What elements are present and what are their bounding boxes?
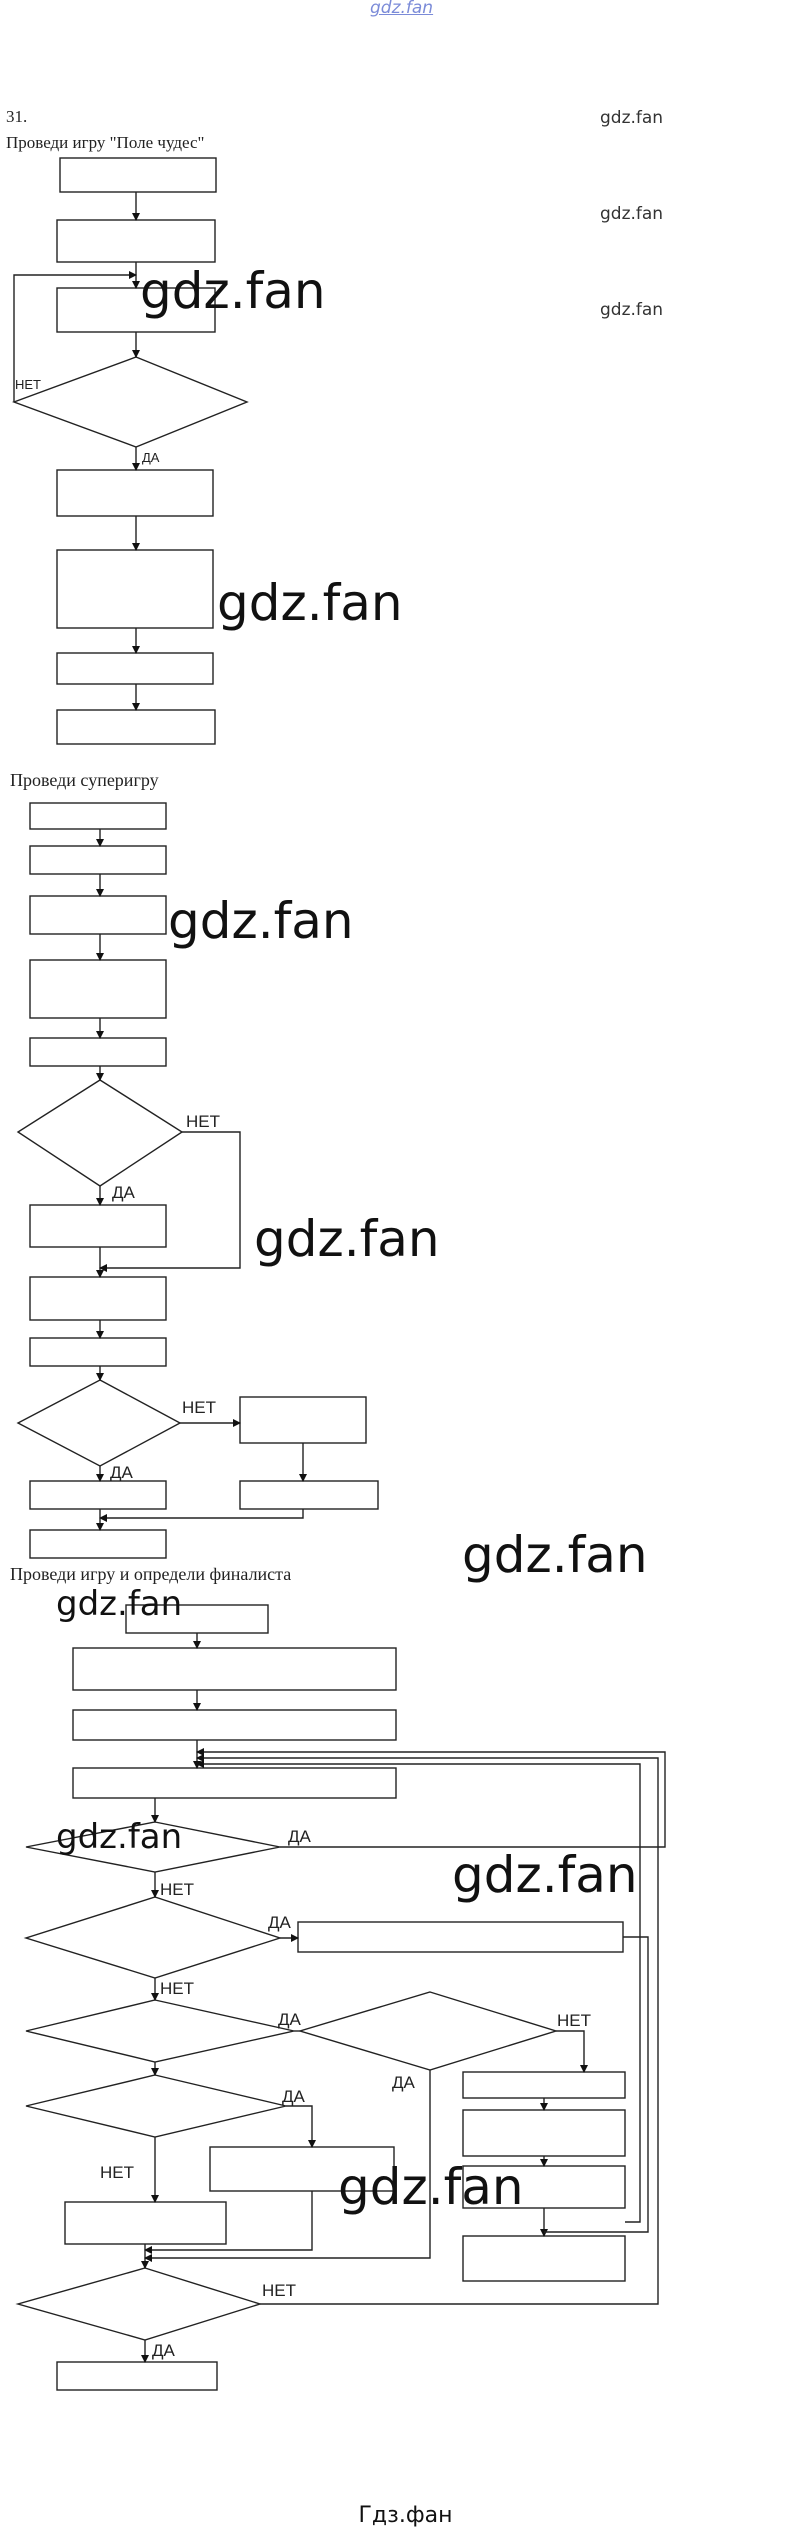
watermark-2: gdz.fan [217, 574, 403, 632]
watermark-3: gdz.fan [168, 892, 354, 950]
s2-block-2 [29, 845, 167, 875]
s3-yes-label-2: ДА [268, 1913, 292, 1932]
s2-yes-label-2: ДА [110, 1463, 134, 1482]
s2-block-3 [29, 895, 167, 935]
s3-decision-5 [25, 2074, 287, 2138]
s2-block-12 [29, 1529, 167, 1559]
s2-no-label-1: НЕТ [186, 1112, 220, 1131]
s2-decision-2 [16, 1379, 182, 1467]
s3-block-9 [209, 2146, 395, 2192]
s3-yes-label-6: ДА [152, 2341, 176, 2360]
s3-branch-yes-4 [144, 2070, 431, 2262]
s1-loop-no [13, 271, 137, 402]
s3-decision-4 [297, 1991, 559, 2071]
s3-branch-yes-5 [286, 2105, 316, 2148]
s1-block-5 [56, 549, 214, 629]
s3-decision-3 [25, 1999, 295, 2063]
section-title-3: Проведи игру и определи финалиста [10, 1564, 291, 1584]
s3-block-3 [72, 1709, 397, 1741]
section-title-1: Проведи игру "Поле чудес" [6, 133, 204, 152]
s2-decision-1 [16, 1079, 184, 1187]
s3-yes-label-5: ДА [282, 2087, 306, 2106]
s3-no-label-2: НЕТ [160, 1979, 194, 1998]
watermark-6: gdz.fan [56, 1584, 183, 1624]
s2-no-label-2: НЕТ [182, 1398, 216, 1417]
s1-block-7 [56, 709, 216, 745]
s2-block-1 [29, 802, 167, 830]
watermark-5: gdz.fan [462, 1526, 648, 1584]
s3-block-11 [462, 2235, 626, 2282]
watermark-4: gdz.fan [254, 1210, 440, 1268]
footer-text: Гдз.фан [358, 2503, 453, 2528]
s2-branch-no-1 [99, 1131, 241, 1272]
watermark-small-1: gdz.fan [600, 108, 664, 128]
s3-block-5 [297, 1921, 624, 1953]
s3-yes-label-1: ДА [288, 1827, 312, 1846]
s3-block-10 [64, 2201, 227, 2245]
s1-block-6 [56, 652, 214, 685]
s3-yes-label-4: ДА [392, 2073, 416, 2092]
s3-block-4 [72, 1767, 397, 1799]
s1-block-2 [56, 219, 216, 263]
s3-decision-6 [15, 2267, 263, 2341]
s2-block-4 [29, 959, 167, 1019]
s3-no-label-1: НЕТ [160, 1880, 194, 1899]
watermark-1: gdz.fan [140, 262, 326, 320]
section-title-2: Проведи суперигру [10, 770, 159, 790]
s3-yes-label-3: ДА [278, 2010, 302, 2029]
s2-block-6 [29, 1204, 167, 1248]
s3-block-2 [72, 1647, 397, 1691]
s2-block-11 [239, 1480, 379, 1510]
s1-block-1 [59, 157, 217, 193]
s3-no-label-5: НЕТ [100, 2163, 134, 2182]
s1-decision [11, 356, 249, 448]
s3-merge-a [144, 2191, 313, 2254]
s2-block-5 [29, 1037, 167, 1067]
s2-block-8 [29, 1337, 167, 1367]
s1-no-label: НЕТ [15, 377, 41, 392]
watermark-small-3: gdz.fan [600, 300, 664, 320]
s3-decision-2 [23, 1896, 283, 1979]
s3-branch-no-4 [556, 2030, 588, 2073]
s1-yes-label: ДА [142, 450, 160, 465]
s2-merge [99, 1509, 304, 1522]
s2-block-7 [29, 1276, 167, 1321]
s1-block-4 [56, 469, 214, 517]
watermark-7: gdz.fan [56, 1817, 183, 1857]
s2-block-9 [239, 1396, 367, 1444]
s3-block-6 [462, 2071, 626, 2099]
s3-loop-no-6 [196, 1754, 659, 2305]
s3-loop-b5 [544, 1936, 649, 2233]
task-number: 31. [6, 107, 27, 126]
s2-yes-label-1: ДА [112, 1183, 136, 1202]
s2-block-10 [29, 1480, 167, 1510]
s3-loop-b8 [196, 1760, 641, 2223]
s3-loop-yes-1 [196, 1748, 666, 1848]
header-site-link[interactable]: gdz.fan [370, 0, 434, 18]
s3-block-7 [462, 2109, 626, 2157]
s3-no-label-4: НЕТ [557, 2011, 591, 2030]
watermark-9: gdz.fan [338, 2158, 524, 2216]
s3-block-12 [56, 2361, 218, 2391]
watermark-small-2: gdz.fan [600, 204, 664, 224]
s3-no-label-6: НЕТ [262, 2281, 296, 2300]
watermark-8: gdz.fan [452, 1846, 638, 1904]
